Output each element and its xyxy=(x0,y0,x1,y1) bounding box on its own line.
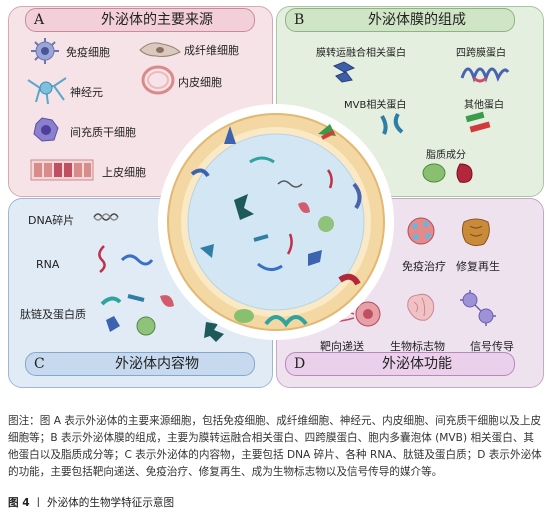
dna-fragment-icon xyxy=(93,213,119,221)
figure-caption: 图注：图 A 表示外泌体的主要来源细胞，包括免疫细胞、成纤维细胞、神经元、内皮细… xyxy=(8,415,542,478)
panel-b-header: B 外泌体膜的组成 xyxy=(285,8,515,32)
membrane-proteins xyxy=(190,124,362,328)
rna-icon xyxy=(98,245,106,273)
label-immunotherapy: 免疫治疗 xyxy=(402,260,446,273)
label-dna-fragments: DNA碎片 xyxy=(28,214,75,227)
panel-d-letter: D xyxy=(294,356,306,372)
panel-c-title: 外泌体内容物 xyxy=(115,356,199,372)
panel-a-header: A 外泌体的主要来源 xyxy=(25,8,255,32)
label-mvb-protein: MVB相关蛋白 xyxy=(344,100,407,111)
brain-biomarker-icon xyxy=(407,293,435,321)
label-tetraspanin: 四跨膜蛋白 xyxy=(456,48,506,59)
regeneration-icon xyxy=(461,218,490,247)
label-rna: RNA xyxy=(36,258,60,271)
immunotherapy-icon xyxy=(407,217,435,245)
mvb-protein-icon xyxy=(380,112,404,135)
label-signal-transduction: 信号传导 xyxy=(470,340,514,353)
figure-title-separator: 丨 xyxy=(33,497,44,509)
immune-cell-icon xyxy=(31,38,59,64)
fusion-protein-icon xyxy=(332,61,356,83)
panel-a-letter: A xyxy=(34,12,45,28)
label-other-proteins: 其他蛋白 xyxy=(464,100,504,111)
exosome-contents xyxy=(234,156,334,271)
figure-title-text: 外泌体的生物学特征示意图 xyxy=(47,497,175,509)
exosome-illustration xyxy=(167,113,385,331)
epithelial-cell-icon xyxy=(30,159,94,181)
protein-group-icon xyxy=(100,294,174,336)
figure-number: 图 4 xyxy=(8,497,30,509)
tetraspanin-icon xyxy=(460,67,510,83)
signal-transduction-icon xyxy=(460,290,496,326)
folded-protein-icon xyxy=(204,322,224,342)
panel-d-title: 外泌体功能 xyxy=(382,356,452,372)
lipid-icon xyxy=(422,163,473,183)
endothelial-cell-icon xyxy=(141,65,175,95)
label-endothelial-cell: 内皮细胞 xyxy=(178,76,222,89)
panel-c-header: C 外泌体内容物 xyxy=(25,352,255,376)
rna-strand-icon xyxy=(120,254,154,266)
panel-b-title: 外泌体膜的组成 xyxy=(368,12,466,28)
label-targeted-delivery: 靶向递送 xyxy=(320,340,364,353)
panel-c-letter: C xyxy=(34,356,45,372)
panel-a-title: 外泌体的主要来源 xyxy=(101,12,213,28)
mesenchymal-stem-cell-icon xyxy=(33,117,59,142)
label-membrane-fusion-protein: 膜转运融合相关蛋白 xyxy=(316,48,406,59)
fibroblast-icon xyxy=(139,42,181,57)
neuron-icon xyxy=(27,77,67,105)
label-regeneration: 修复再生 xyxy=(456,260,500,273)
other-protein-icon xyxy=(465,111,491,133)
exosome-lumen xyxy=(187,133,365,311)
panel-d-header: D 外泌体功能 xyxy=(285,352,515,376)
figure-title: 图 4 丨 外泌体的生物学特征示意图 xyxy=(8,495,174,510)
label-fibroblast: 成纤维细胞 xyxy=(184,44,239,57)
panel-b-letter: B xyxy=(294,12,305,28)
label-lipid-components: 脂质成分 xyxy=(426,150,466,161)
label-biomarker: 生物标志物 xyxy=(390,340,445,353)
label-immune-cell: 免疫细胞 xyxy=(66,46,110,59)
label-epithelial-cell: 上皮细胞 xyxy=(102,166,146,179)
label-mesenchymal-stem-cell: 间充质干细胞 xyxy=(70,126,136,139)
label-neuron: 神经元 xyxy=(70,86,103,99)
label-peptides-proteins: 肽链及蛋白质 xyxy=(20,308,86,321)
